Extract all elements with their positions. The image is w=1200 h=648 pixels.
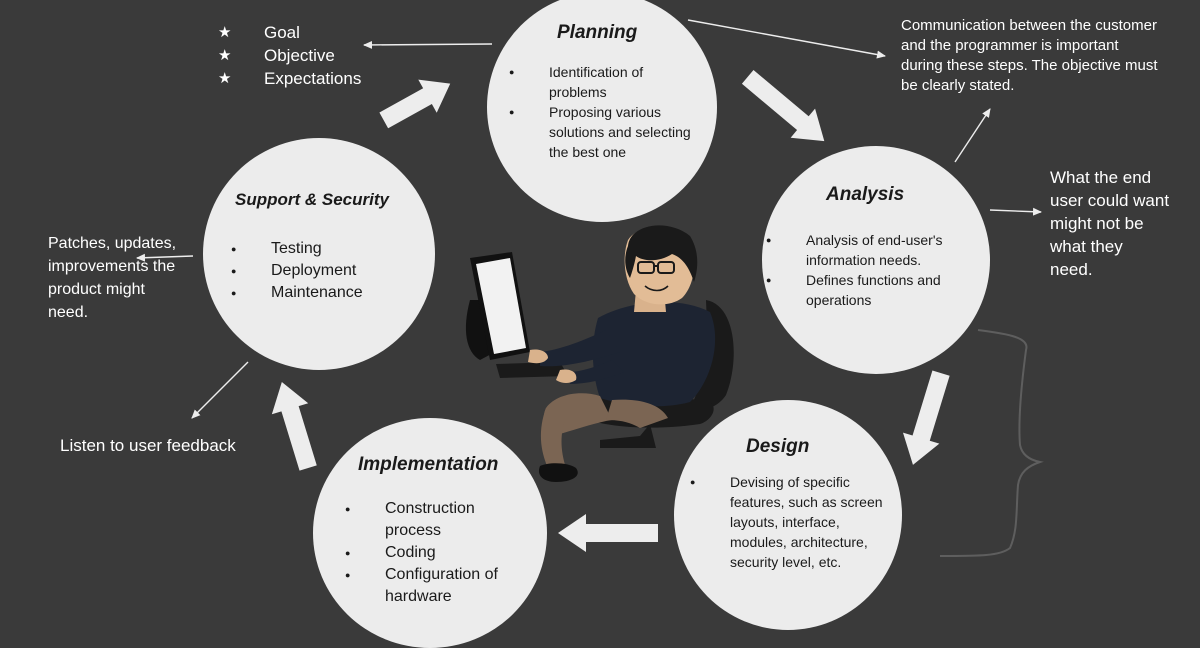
design-list: Devising of specific features, such as s… — [690, 472, 890, 572]
diagram-graphics — [136, 19, 1044, 557]
planning-circle: Planning Identification of problems Prop… — [487, 0, 717, 222]
cycle-arrow-icon — [379, 79, 451, 129]
support-list: Testing Deployment Maintenance — [231, 238, 421, 304]
list-item: Proposing various solutions and selectin… — [509, 102, 695, 162]
analysis-list: Analysis of end-user's information needs… — [766, 230, 980, 310]
end-user-note: What the end user could want might not b… — [1050, 168, 1170, 279]
annotation-arrow — [989, 207, 1042, 216]
design-title: Design — [746, 436, 810, 457]
list-item: ★Objective — [218, 46, 335, 65]
cycle-arrow-icon — [902, 370, 950, 465]
list-item: ★Expectations — [218, 69, 362, 88]
list-item: Deployment — [231, 260, 421, 282]
list-item: Configuration of hardware — [345, 564, 525, 608]
brace-shape — [939, 329, 1044, 557]
star-icon: ★ — [218, 70, 232, 87]
annotation-arrow — [954, 108, 991, 163]
cycle-arrow-icon — [558, 514, 658, 552]
annotation-arrow — [687, 19, 886, 59]
list-item: Maintenance — [231, 282, 421, 304]
list-item: Coding — [345, 542, 525, 564]
star-icon: ★ — [218, 47, 232, 64]
annotation-arrow — [363, 40, 493, 49]
list-item: Construction process — [345, 498, 525, 542]
list-item: ★Goal — [218, 23, 300, 42]
cycle-arrow-icon — [271, 381, 317, 471]
analysis-title: Analysis — [826, 184, 905, 205]
annotation-arrow — [136, 253, 194, 262]
analysis-circle: Analysis Analysis of end-user's informat… — [762, 146, 990, 374]
design-circle: Design Devising of specific features, su… — [674, 400, 902, 630]
list-item: Identification of problems — [509, 62, 695, 102]
planning-title: Planning — [557, 22, 638, 43]
implementation-list: Construction process Coding Configuratio… — [345, 498, 525, 608]
patches-note: Patches, updates, improvements the produ… — [48, 235, 177, 321]
support-title: Support & Security — [235, 190, 389, 209]
annotation-arrow — [191, 361, 249, 419]
feedback-note: Listen to user feedback — [60, 436, 236, 455]
support-circle: Support & Security Testing Deployment Ma… — [203, 138, 435, 370]
goals-list: ★Goal ★Objective ★Expectations — [218, 21, 361, 90]
implementation-circle: Implementation Construction process Codi… — [313, 418, 547, 648]
list-item: Analysis of end-user's information needs… — [766, 230, 980, 270]
person-at-computer-illustration — [465, 225, 734, 482]
cycle-arrow-icon — [741, 69, 825, 142]
star-icon: ★ — [218, 24, 232, 41]
sdlc-diagram: Planning Identification of problems Prop… — [0, 0, 1200, 630]
list-item: Devising of specific features, such as s… — [690, 472, 890, 572]
implementation-title: Implementation — [358, 454, 499, 475]
list-item: Defines functions and operations — [766, 270, 980, 310]
communication-note: Communication between the customer and t… — [901, 17, 1158, 94]
list-item: Testing — [231, 238, 421, 260]
planning-list: Identification of problems Proposing var… — [509, 62, 695, 162]
